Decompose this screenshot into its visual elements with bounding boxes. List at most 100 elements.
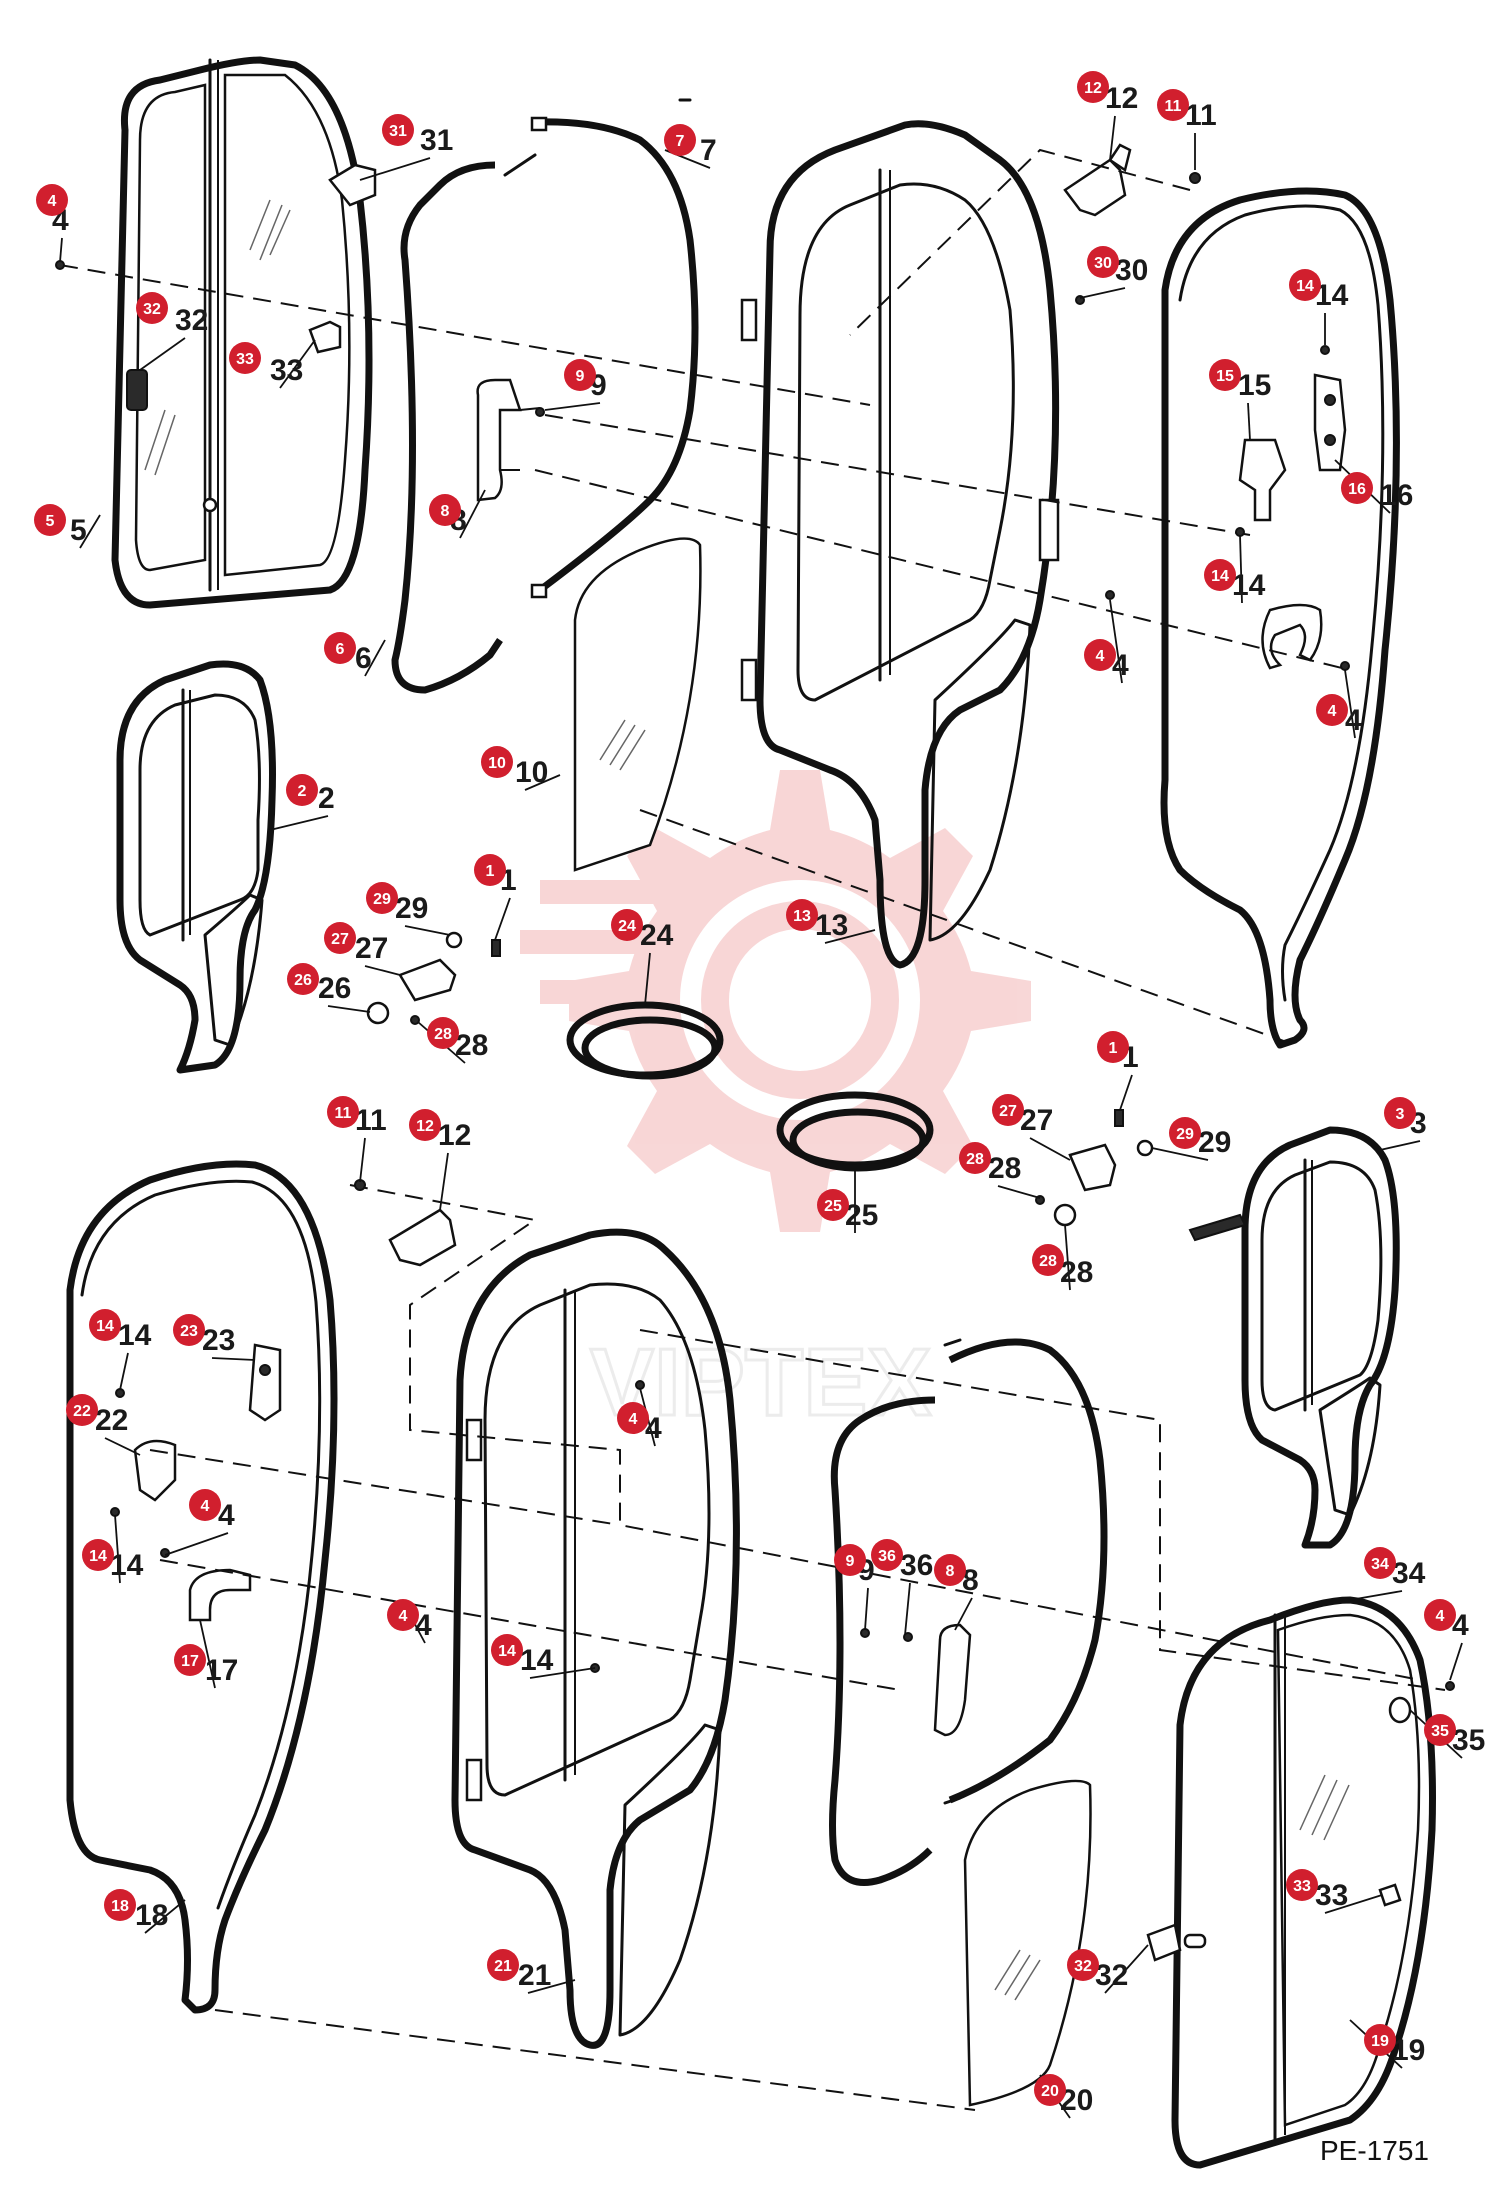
callout-badge-number: 7 — [676, 133, 685, 150]
callout-badge — [382, 114, 414, 146]
leader-line — [119, 1352, 129, 1391]
callout-badge-number: 31 — [389, 123, 407, 140]
seal-part-18 — [66, 1160, 338, 2014]
part-number-label: 14 — [110, 1549, 144, 1582]
callout-badge — [786, 899, 818, 931]
callout-badge — [427, 1017, 459, 1049]
callout-badge — [1286, 1869, 1318, 1901]
callout-badge — [564, 359, 596, 391]
seal-part-bottom-middle — [829, 1338, 1108, 1886]
callout-badge-number: 4 — [629, 1411, 638, 1428]
callout-badge — [1084, 639, 1116, 671]
door-assembly-part-3 — [1188, 1126, 1400, 1549]
part-number-label: 12 — [438, 1119, 471, 1152]
callout-badge — [959, 1142, 991, 1174]
leader-line — [439, 1152, 449, 1211]
part-number-label: 28 — [455, 1029, 488, 1062]
door-glass-left-part-5 — [111, 56, 377, 609]
part-number-label: 33 — [270, 354, 303, 387]
part-number-label: 4 — [1452, 1609, 1469, 1642]
seal-part-7 — [530, 116, 699, 599]
callout-badge-number: 14 — [89, 1548, 107, 1565]
callout-badge-number: 28 — [966, 1151, 984, 1168]
callout-9: 99 — [544, 359, 607, 411]
part-number-label: 22 — [95, 1404, 128, 1437]
part-number-label: 11 — [1185, 99, 1217, 132]
callout-badge — [664, 124, 696, 156]
callout-badge — [992, 1094, 1024, 1126]
leader-line — [1109, 115, 1116, 161]
callout-4: 44 — [387, 1599, 432, 1644]
callout-8: 88 — [429, 489, 486, 539]
part-number-label: 14 — [118, 1319, 152, 1352]
callout-badge-number: 4 — [201, 1498, 210, 1515]
callout-badge — [617, 1402, 649, 1434]
callout-badge — [491, 1634, 523, 1666]
callout-badge — [1032, 1244, 1064, 1276]
callout-badge-number: 22 — [73, 1403, 91, 1420]
callout-5: 55 — [34, 504, 101, 549]
callout-badge-number: 3 — [1396, 1106, 1405, 1123]
seal-part-6 — [391, 98, 692, 694]
leader-line — [211, 1357, 256, 1361]
callout-4: 44 — [617, 1387, 662, 1447]
callout-badge-number: 19 — [1371, 2033, 1389, 2050]
part-number-label: 5 — [70, 514, 87, 547]
callout-badge — [934, 1554, 966, 1586]
leader-line — [1029, 1137, 1071, 1161]
watermark-logo — [520, 770, 1031, 1232]
callout-badge — [136, 292, 168, 324]
part-number-label: 29 — [395, 892, 428, 925]
part-number-label: 29 — [1198, 1126, 1231, 1159]
callout-badge-number: 8 — [946, 1563, 955, 1580]
callout-badge — [36, 184, 68, 216]
callout-1: 11 — [1097, 1031, 1139, 1111]
leader-line — [1379, 1140, 1421, 1151]
part-number-label: 8 — [962, 1564, 979, 1597]
leader-line — [404, 925, 451, 936]
callout-badge — [1364, 1547, 1396, 1579]
callout-badge — [1424, 1599, 1456, 1631]
callout-badge-number: 12 — [416, 1118, 434, 1135]
leader-line — [1344, 669, 1356, 739]
seal-part-top-right — [1160, 187, 1400, 1049]
callout-badge — [286, 774, 318, 806]
callout-badge-number: 16 — [1348, 481, 1366, 498]
part-number-label: 10 — [515, 756, 548, 789]
leader-line — [199, 1619, 216, 1689]
glass-panel-part-10 — [573, 537, 702, 872]
hinge-parts-right — [1035, 1109, 1154, 1227]
leader-line — [524, 774, 561, 791]
callout-badge — [387, 1599, 419, 1631]
part-number-label: 7 — [700, 134, 717, 167]
part-number-label: 28 — [1060, 1256, 1093, 1289]
callout-badge — [104, 1889, 136, 1921]
leader-line — [269, 815, 329, 831]
callout-badge — [1204, 559, 1236, 591]
part-number-label: 23 — [202, 1324, 235, 1357]
callout-badge-number: 24 — [618, 918, 636, 935]
callout-badge — [1169, 1117, 1201, 1149]
callout-badge — [324, 632, 356, 664]
part-number-label: 13 — [815, 909, 848, 942]
callout-badge — [89, 1309, 121, 1341]
latch-parts-15-16 — [1238, 373, 1347, 522]
handle-part-8-bottom — [933, 1623, 972, 1737]
leader-line — [494, 897, 511, 941]
callout-badge-number: 4 — [1096, 648, 1105, 665]
callout-badge-number: 36 — [878, 1548, 896, 1565]
part-number-label: 16 — [1380, 479, 1413, 512]
part-number-label: 21 — [518, 1959, 551, 1992]
callout-badge-number: 25 — [824, 1198, 842, 1215]
leader-line — [139, 337, 186, 371]
